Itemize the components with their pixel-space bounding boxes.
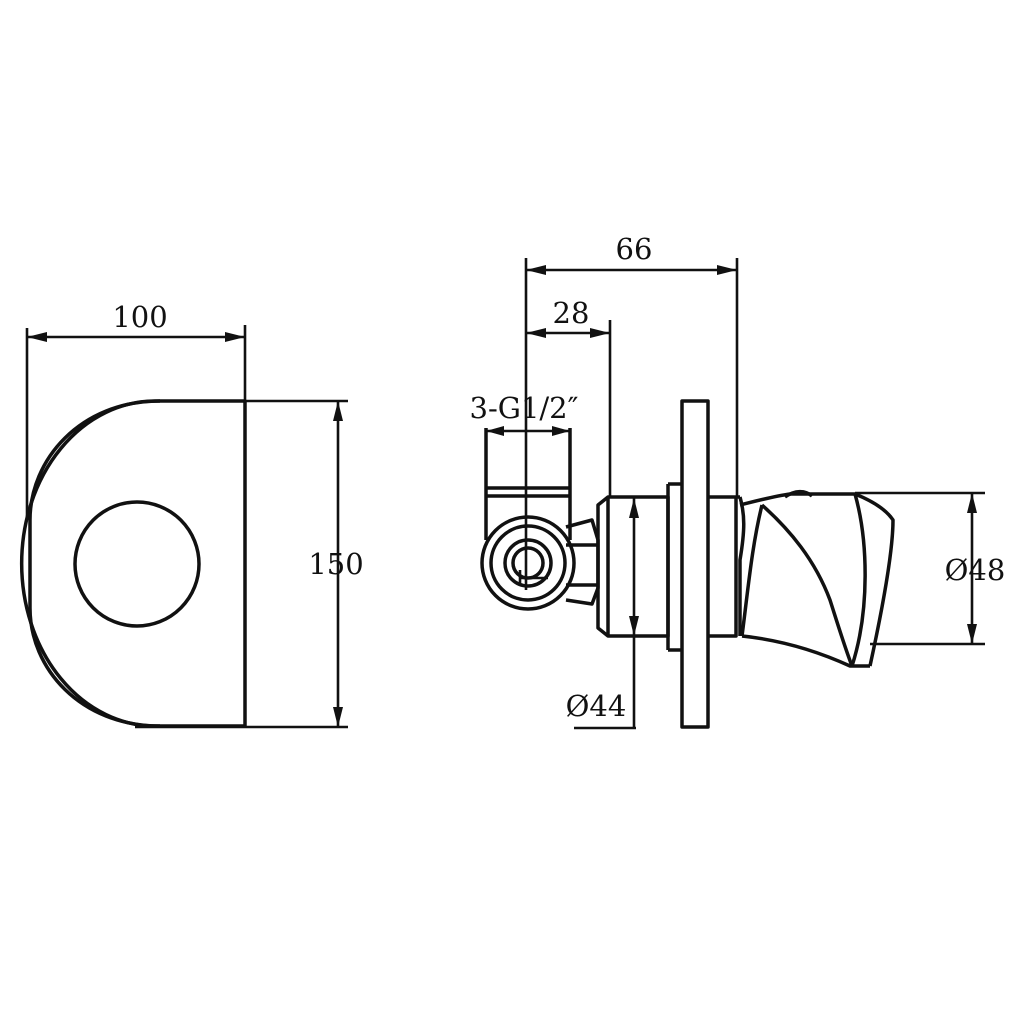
handle-collar: [708, 495, 740, 638]
lever-handle: [738, 489, 895, 668]
depth28-arrow-left: [526, 328, 546, 338]
front-view: 100 150: [19, 300, 364, 729]
side-view: 66 28 3-G1/2″ Ø44 Ø48: [470, 232, 1006, 730]
valve-body: [596, 482, 682, 652]
dia44-arrow-top: [629, 498, 639, 518]
depth66-arrow-left: [526, 265, 546, 275]
height-label: 150: [308, 547, 363, 581]
dia44-label: Ø44: [566, 689, 627, 723]
depth66-label: 66: [616, 232, 653, 266]
depth28-arrow-right: [590, 328, 610, 338]
cover-plate-edge: [28, 399, 161, 728]
handle-circle: [73, 500, 201, 628]
width-label: 100: [112, 300, 167, 334]
thread-arrow-right: [552, 426, 570, 436]
width-arrow-right: [225, 332, 245, 342]
dia48-arrow-bottom: [967, 624, 977, 644]
thread-label: 3-G1/2″: [470, 391, 579, 425]
cover-plate-side: [680, 399, 710, 729]
depth66-arrow-right: [717, 265, 737, 275]
inlet-fitting: [480, 428, 576, 611]
dia48-arrow-top: [967, 493, 977, 513]
thread-arrow-left: [486, 426, 504, 436]
depth28-label: 28: [553, 296, 590, 330]
height-arrow-bottom: [333, 707, 343, 727]
width-arrow-left: [27, 332, 47, 342]
height-arrow-top: [333, 401, 343, 421]
dia48-label: Ø48: [945, 553, 1006, 587]
dia44-arrow-bottom: [629, 616, 639, 636]
